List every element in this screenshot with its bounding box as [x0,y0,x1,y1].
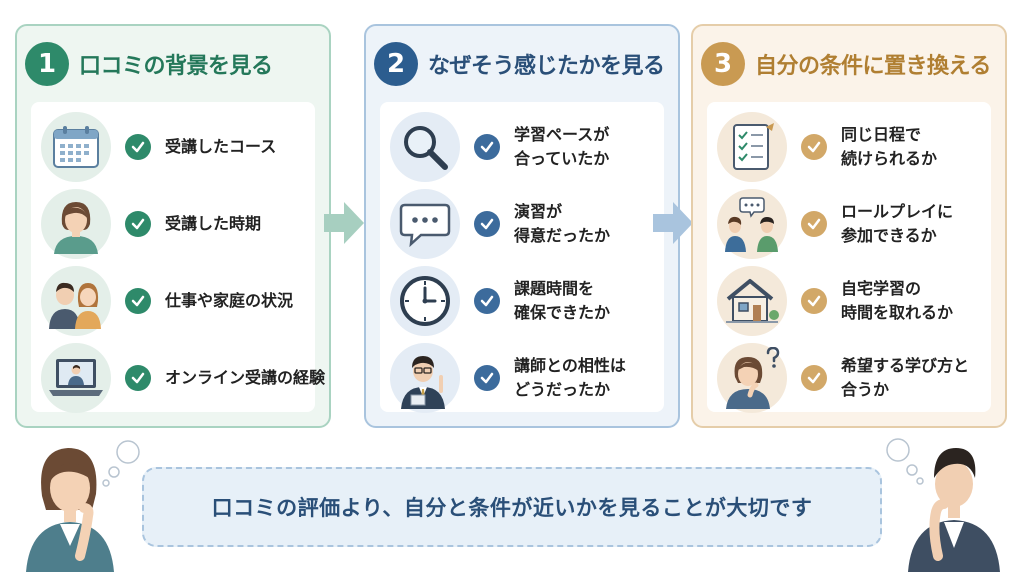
item-list: 同じ日程で続けられるか ロールプレイに参加できるか [707,102,991,413]
list-item: 受講したコース [41,108,305,185]
thinking-woman-illustration [26,440,140,572]
panel-header: 3 自分の条件に置き換える [701,40,999,88]
item-text: 仕事や家庭の状況 [165,290,294,310]
item-text: 受講したコース [165,136,277,156]
right-arrow-icon [324,202,364,244]
item-list: 受講したコース 受講した時期 [31,102,325,413]
list-item: オンライン受講の経験 [41,339,325,416]
panel-title: 口コミの背景を見る [79,54,273,79]
check-icon [801,210,827,237]
item-text: 講師との相性はどうだったか [514,355,626,399]
check-icon [474,364,500,391]
list-item: 仕事や家庭の状況 [41,262,305,339]
item-text: 希望する学び方と合うか [841,355,970,399]
right-arrow-icon [653,202,693,244]
check-icon [801,364,827,391]
instructor-icon [390,342,460,413]
item-text: 受講した時期 [165,213,262,233]
item-text: 自宅学習の時間を取れるか [841,278,954,322]
list-item: 学習ペースが合っていたか [390,108,654,185]
check-icon [474,287,500,314]
list-item: 講師との相性はどうだったか [390,339,654,416]
check-icon [474,210,500,237]
check-icon [125,287,151,314]
list-item: 自宅学習の時間を取れるか [717,262,981,339]
step-panel-1: 1 口コミの背景を見る 受講したコース [15,24,331,428]
list-item: 演習が得意だったか [390,185,654,262]
panel-header: 1 口コミの背景を見る [25,40,323,88]
thinking-man-illustration [886,438,1000,572]
list-item: 課題時間を確保できたか [390,262,654,339]
panel-header: 2 なぜそう感じたかを見る [374,40,672,88]
check-icon [474,133,500,160]
item-text: 演習が得意だったか [514,201,611,245]
panel-title: なぜそう感じたかを見る [428,54,665,79]
roleplay-icon [717,188,787,259]
magnifier-icon [390,111,460,182]
panel-title: 自分の条件に置き換える [755,54,991,79]
check-icon [125,210,151,237]
online-laptop-icon [41,342,111,413]
step-number-badge: 1 [25,42,69,86]
checklist-icon [717,111,787,182]
step-panel-3: 3 自分の条件に置き換える 同じ日程で続けられるか [691,24,1007,428]
woman-avatar-icon [41,188,111,259]
list-item: 受講した時期 [41,185,305,262]
item-text: オンライン受講の経験 [165,367,326,387]
speech-bubble-icon [390,188,460,259]
check-icon [125,133,151,160]
clock-icon [390,265,460,336]
item-text: 学習ペースが合っていたか [514,124,610,168]
item-text: 課題時間を確保できたか [514,278,611,322]
item-text: ロールプレイに参加できるか [841,201,954,245]
list-item: 希望する学び方と合うか [717,339,981,416]
item-text: 同じ日程で続けられるか [841,124,938,168]
family-icon [41,265,111,336]
check-icon [801,287,827,314]
house-icon [717,265,787,336]
summary-banner: 口コミの評価より、自分と条件が近いかを見ることが大切です [142,467,882,547]
step-number-badge: 3 [701,42,745,86]
item-list: 学習ペースが合っていたか 演習が得意だったか [380,102,664,413]
step-panel-2: 2 なぜそう感じたかを見る 学習ペースが合っていたか [364,24,680,428]
list-item: 同じ日程で続けられるか [717,108,981,185]
calendar-icon [41,111,111,182]
check-icon [801,133,827,160]
thinking-woman-icon [717,342,787,413]
list-item: ロールプレイに参加できるか [717,185,981,262]
step-number-badge: 2 [374,42,418,86]
check-icon [125,364,151,391]
